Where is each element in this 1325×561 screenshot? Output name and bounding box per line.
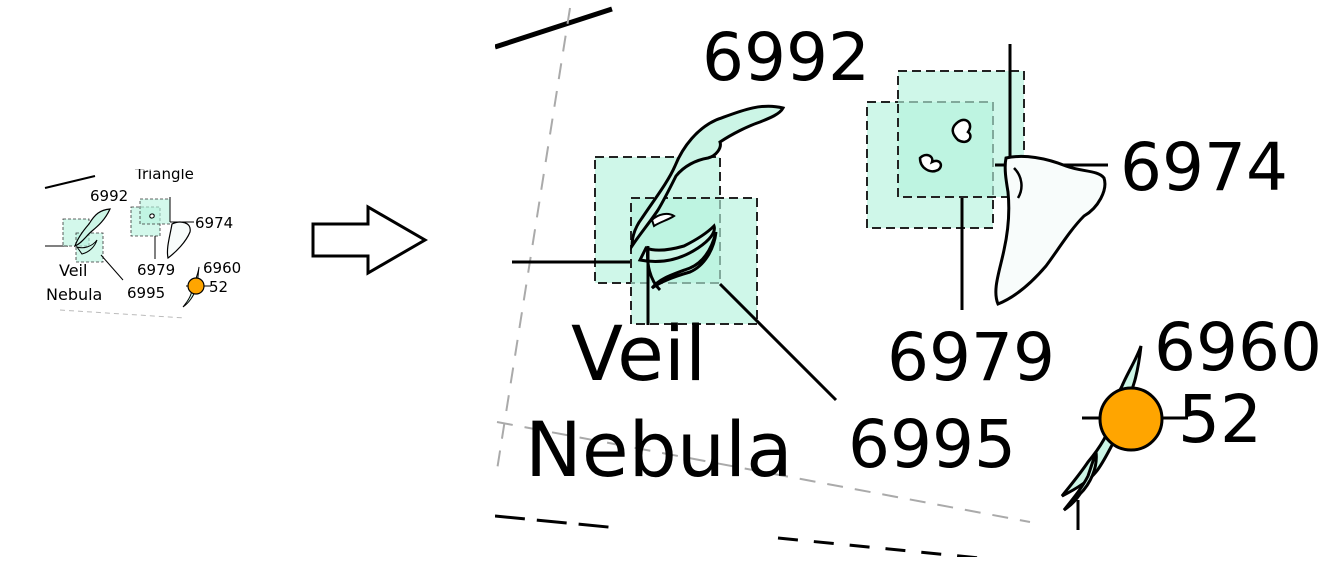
ngc6995-label: 6995	[848, 406, 1016, 483]
star-52-label: 52	[209, 278, 228, 296]
ngc6974-label: 6974	[1120, 129, 1288, 206]
ngc6960-lower-filament	[1062, 451, 1098, 512]
star-52-label: 52	[1178, 381, 1262, 458]
nebula-label: Nebula	[525, 405, 793, 494]
star-52-marker	[187, 277, 205, 295]
veil-label: Veil	[59, 261, 87, 280]
veil-east-filament	[637, 223, 716, 263]
triangle-partial-label: Triangle	[134, 165, 194, 183]
ngc6979-label: 6979	[137, 261, 175, 279]
veil-nebula-shape-lower	[75, 239, 98, 255]
veil-nebula-shape	[74, 208, 111, 248]
constellation-boundary	[59, 309, 186, 319]
small-nebula-blob	[951, 118, 972, 144]
ngc6992-label: 6992	[702, 19, 870, 96]
zoomed-map: 6992 6974 6979 6995 6960 52 Veil Nebula	[495, 6, 1322, 557]
ngc6974-shape	[166, 221, 191, 260]
constellation-line	[44, 175, 96, 189]
ngc6974-inner-edge	[1013, 167, 1023, 199]
ngc6974-shape	[994, 154, 1107, 306]
ngc6960-label: 6960	[1154, 309, 1322, 386]
ngc6979-region-box-2	[139, 198, 171, 225]
ngc6979-label: 6979	[887, 319, 1055, 396]
ngc6995-leader	[100, 254, 124, 281]
constellation-boundary	[496, 421, 1031, 523]
star-52-marker	[1098, 386, 1164, 452]
ngc6992-filament	[630, 104, 786, 251]
small-nebula-blob	[918, 153, 943, 173]
ngc6995-label: 6995	[127, 284, 165, 302]
constellation-line	[495, 514, 619, 530]
ngc6960-label: 6960	[203, 259, 241, 277]
small-nebula-blob	[149, 213, 155, 219]
ngc6992-label: 6992	[90, 187, 128, 205]
veil-lower-filament	[650, 231, 718, 290]
veil-label: Veil	[571, 309, 706, 398]
constellation-boundary	[496, 7, 571, 471]
small-nebula-blob	[650, 212, 676, 228]
thumbnail-map: Triangle 6992 6974 6979 6995 6960 52 Vei…	[44, 165, 241, 319]
ngc6995-leader	[718, 282, 838, 402]
constellation-line	[495, 6, 613, 50]
constellation-line	[777, 536, 985, 557]
ngc6974-label: 6974	[195, 214, 233, 232]
nebula-label: Nebula	[46, 285, 102, 304]
right-arrow-icon	[311, 204, 428, 276]
